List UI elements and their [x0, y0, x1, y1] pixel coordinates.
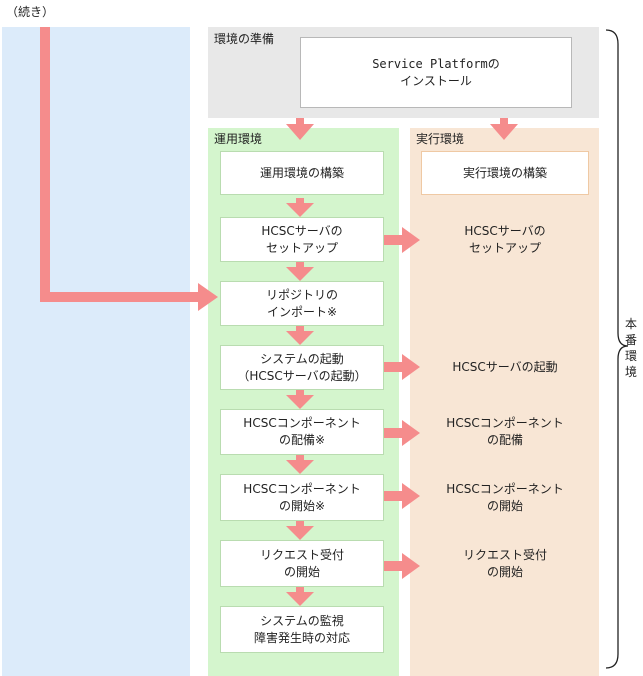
ops-step-component-deploy: HCSCコンポーネント の配備※ [220, 409, 384, 455]
right-arrow-start [384, 354, 420, 380]
ops-step-hcsc-setup: HCSCサーバの セットアップ [220, 217, 384, 262]
down-arrow-prep-exec [490, 118, 518, 140]
production-brace [605, 29, 629, 669]
ops-step-repo-import: リポジトリの インポート※ [220, 281, 384, 326]
right-arrow-request [384, 553, 420, 579]
continuation-arrowhead [198, 283, 218, 311]
exec-step-request-start: リクエスト受付 の開始 [462, 547, 547, 579]
down-arrow-ops-5 [286, 455, 314, 474]
ops-step-component-start: HCSCコンポーネント の開始※ [220, 474, 384, 521]
down-arrow-ops-2 [286, 262, 314, 281]
ops-step-system-start: システムの起動 （HCSCサーバの起動） [220, 345, 384, 390]
exec-step-component-start: HCSCコンポーネント の開始 [446, 481, 564, 513]
down-arrow-prep-ops [286, 118, 314, 140]
exec-step-build-env: 実行環境の構築 [421, 151, 589, 195]
exec-step-hcsc-start: HCSCサーバの起動 [452, 360, 558, 374]
continued-label: （続き） [6, 5, 55, 19]
prep-title: 環境の準備 [214, 32, 275, 46]
right-arrow-setup [384, 227, 420, 253]
down-arrow-ops-1 [286, 198, 314, 217]
exec-step-component-deploy: HCSCコンポーネント の配備 [446, 416, 564, 447]
ops-title: 運用環境 [214, 132, 263, 146]
right-arrow-begin [384, 483, 420, 509]
down-arrow-ops-6 [286, 521, 314, 540]
exec-step-hcsc-setup: HCSCサーバの セットアップ [464, 223, 546, 255]
exec-panel [410, 128, 599, 676]
production-label: 本 番 環 境 [624, 317, 637, 379]
continuation-panel [2, 27, 190, 676]
down-arrow-ops-4 [286, 390, 314, 409]
ops-step-monitoring: システムの監視 障害発生時の対応 [220, 606, 384, 653]
ops-step-request-start: リクエスト受付 の開始 [220, 540, 384, 587]
ops-step-build-env: 運用環境の構築 [220, 151, 384, 195]
continuation-line-vertical [40, 27, 50, 302]
continuation-line-horizontal [40, 292, 200, 302]
install-box: Service Platformの インストール [300, 37, 572, 108]
down-arrow-ops-3 [286, 326, 314, 345]
right-arrow-deploy [384, 420, 420, 446]
exec-title: 実行環境 [416, 132, 465, 146]
down-arrow-ops-7 [286, 587, 314, 606]
